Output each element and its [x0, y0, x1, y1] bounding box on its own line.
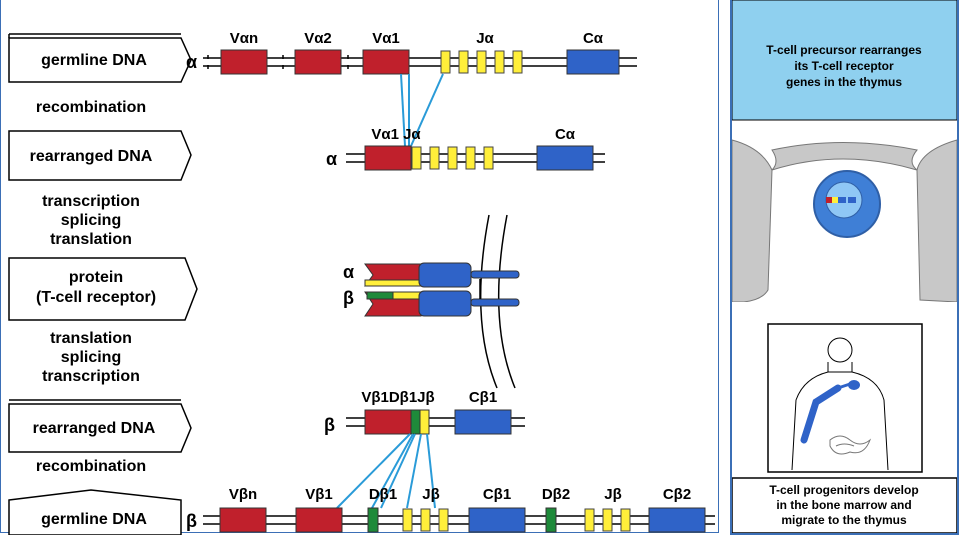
recombination-label-bottom: recombination — [36, 458, 146, 475]
stage-germline-dna-top: germline DNA — [9, 34, 191, 82]
c-beta-2-label: Cβ2 — [663, 486, 691, 503]
vdj-beta-green-segment — [411, 410, 420, 434]
vdj-beta-yellow-segment — [420, 410, 429, 434]
c-alpha-rearranged-label: Cα — [555, 126, 576, 143]
j-alpha-label: Jα — [476, 30, 494, 47]
alpha-germline-locus: α Vαn Vα2 Vα1 Jα Cα — [186, 30, 637, 74]
beta-germline-chain-label: β — [186, 511, 197, 531]
rearranged-j-alpha-segments — [412, 147, 493, 169]
v-beta-n-label: Vβn — [229, 486, 257, 503]
j-beta-1-segments — [403, 509, 448, 531]
j-beta-2-label: Jβ — [604, 486, 622, 503]
translation-label: translation — [50, 231, 132, 248]
v-beta-n-segment — [220, 508, 266, 532]
j-beta-2-segments — [585, 509, 630, 531]
beta-rearranged-locus: β Vβ1Dβ1Jβ Cβ1 — [324, 389, 525, 435]
v-beta-1-label: Vβ1 — [305, 486, 333, 503]
vj-alpha-red-segment — [365, 146, 411, 170]
vj-alpha-label: Vα1 Jα — [371, 126, 421, 143]
c-alpha-rearranged-segment — [537, 146, 593, 170]
stage-rearranged-dna-bottom: rearranged DNA — [9, 400, 191, 452]
v-alpha-1-label: Vα1 — [372, 30, 400, 47]
vdj-beta-red-segment — [365, 410, 411, 434]
alpha-constant-domain — [419, 263, 471, 287]
j-beta-1-label: Jβ — [422, 486, 440, 503]
germline-dna-label: germline DNA — [41, 52, 147, 69]
d-beta-2-segment — [546, 508, 556, 532]
alpha-protein-label: α — [343, 262, 354, 282]
thymus-tissue — [732, 140, 957, 322]
thymus-caption-line-3: genes in the thymus — [786, 75, 902, 89]
stage-rearranged-dna-top: rearranged DNA — [9, 131, 191, 180]
splicing-label-bottom: splicing — [61, 349, 121, 366]
marrow-caption-line-3: migrate to the thymus — [781, 513, 907, 527]
v-alpha-1-segment — [363, 50, 409, 74]
v-alpha-2-label: Vα2 — [304, 30, 332, 47]
bone-marrow-illustration — [768, 324, 922, 472]
thymus-illustration: T-cell precursor rearranges its T-cell r… — [732, 0, 957, 533]
v-alpha-2-segment — [295, 50, 341, 74]
t-cell-receptor-label: (T-cell receptor) — [36, 289, 156, 306]
c-beta-1-rearranged-label: Cβ1 — [469, 389, 497, 406]
rearranged-dna-label: rearranged DNA — [30, 148, 153, 165]
translation-label-bottom: translation — [50, 330, 132, 347]
c-alpha-label: Cα — [583, 30, 604, 47]
alpha-rearranged-locus: α Vα1 Jα Cα — [326, 126, 605, 170]
v-alpha-n-label: Vαn — [230, 30, 258, 47]
stage-protein: protein (T-cell receptor) — [9, 258, 197, 320]
c-alpha-segment — [567, 50, 619, 74]
marrow-caption-line-2: in the bone marrow and — [776, 498, 911, 512]
c-beta-2-segment — [649, 508, 705, 532]
main-diagram-panel: germline DNA recombination rearranged DN… — [0, 0, 719, 533]
thymus-caption-line-1: T-cell precursor rearranges — [766, 43, 922, 57]
side-panel: T-cell precursor rearranges its T-cell r… — [730, 0, 959, 535]
recombination-label: recombination — [36, 99, 146, 116]
v-beta-1-segment — [296, 508, 342, 532]
alpha-chain-label: α — [186, 52, 197, 72]
transcription-label-bottom: transcription — [42, 368, 140, 385]
marrow-caption-line-1: T-cell progenitors develop — [769, 483, 918, 497]
transcription-label: transcription — [42, 193, 140, 210]
j-alpha-segments — [441, 51, 522, 73]
d-beta-1-label: Dβ1 — [369, 486, 397, 503]
beta-constant-domain — [419, 291, 471, 316]
beta-germline-locus: β Vβn Vβ1 Dβ1 Jβ Cβ1 Dβ2 Jβ Cβ2 — [186, 486, 715, 532]
d-beta-1-segment — [368, 508, 378, 532]
v-alpha-n-segment — [221, 50, 267, 74]
beta-protein-label: β — [343, 288, 354, 308]
tcr-gene-diagram: germline DNA recombination rearranged DN… — [1, 0, 720, 535]
stage-germline-dna-bottom: germline DNA — [9, 490, 181, 535]
c-beta-1-segment — [469, 508, 525, 532]
germline-dna-label-bottom: germline DNA — [41, 511, 147, 528]
rearranged-dna-label-bottom: rearranged DNA — [33, 420, 156, 437]
alpha-rearranged-chain-label: α — [326, 149, 337, 169]
protein-label: protein — [69, 269, 123, 286]
c-beta-1-rearranged-segment — [455, 410, 511, 434]
d-beta-2-label: Dβ2 — [542, 486, 570, 503]
thymus-caption-line-2: its T-cell receptor — [794, 59, 894, 73]
beta-rearranged-chain-label: β — [324, 415, 335, 435]
vdj-beta-label: Vβ1Dβ1Jβ — [361, 389, 434, 406]
c-beta-1-label: Cβ1 — [483, 486, 511, 503]
t-cell-receptor-protein: α β — [343, 215, 519, 388]
splicing-label: splicing — [61, 212, 121, 229]
